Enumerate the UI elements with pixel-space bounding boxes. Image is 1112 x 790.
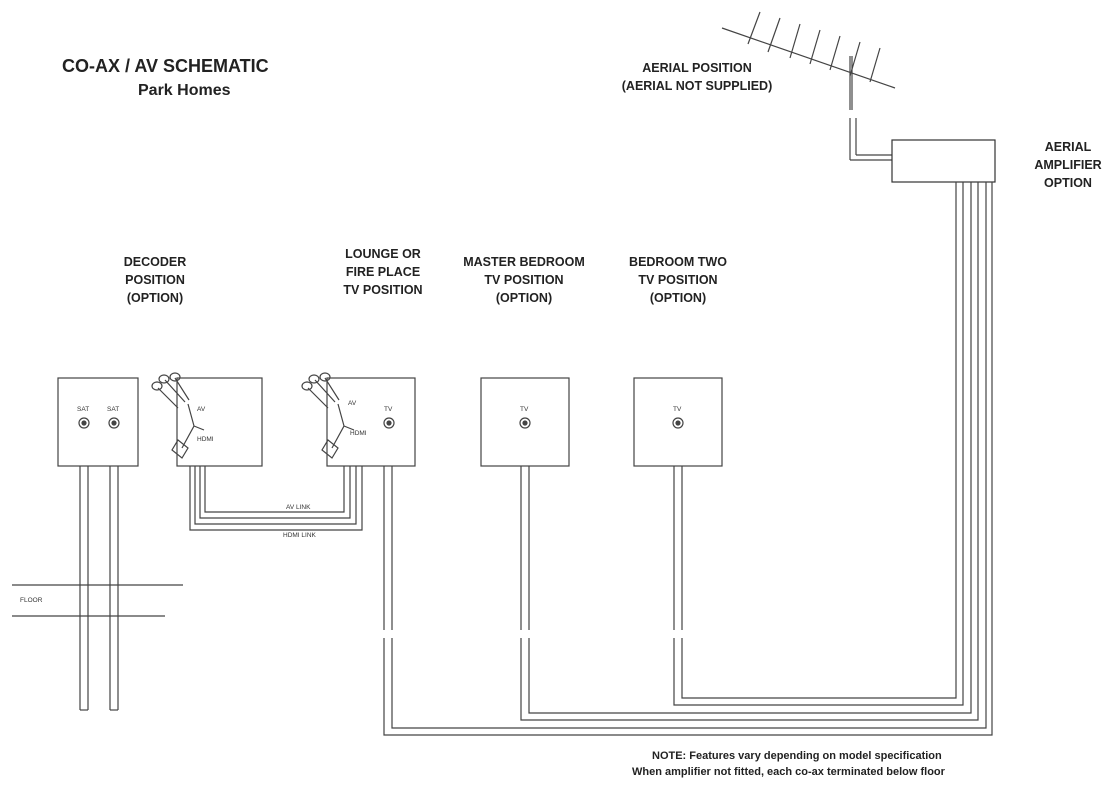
av-label-2: AV [348, 400, 357, 407]
av-label-1: AV [197, 406, 206, 413]
hdmi-label-2: HDMI [350, 430, 367, 437]
av-plug-cluster-1 [151, 372, 205, 459]
hdmi-label-1: HDMI [197, 436, 214, 443]
page-subtitle: Park Homes [138, 82, 231, 99]
tv-label-lounge: TV [384, 406, 393, 413]
floor-label: FLOOR [20, 597, 43, 604]
tv-label-master: TV [520, 406, 529, 413]
sat-socket-1 [78, 417, 90, 429]
sat-label-1: SAT [77, 406, 89, 413]
av-wall-plate-1 [176, 377, 263, 467]
sat-label-2: SAT [107, 406, 119, 413]
tv-label-bed2: TV [673, 406, 682, 413]
hdmi-link-label: HDMI LINK [283, 532, 317, 539]
master-coax-cable [520, 182, 979, 721]
page-title: CO-AX / AV SCHEMATIC [62, 56, 269, 76]
master-tv-socket [519, 417, 531, 429]
bedroom-two-tv-socket [672, 417, 684, 429]
av-hdmi-link-cables [189, 466, 363, 531]
bedroom-two-coax-cable [673, 182, 964, 706]
lounge-wall-plate [326, 377, 416, 467]
lounge-coax-cable [383, 182, 993, 736]
master-bedroom-wall-plate [480, 377, 570, 467]
av-link-label: AV LINK [286, 504, 311, 511]
sat-socket-2 [108, 417, 120, 429]
bedroom-two-wall-plate [633, 377, 723, 467]
lounge-tv-socket [383, 417, 395, 429]
decoder-wall-plate [57, 377, 139, 467]
amplifier-box [891, 139, 996, 183]
note-line-1: NOTE: Features vary depending on model s… [652, 750, 942, 762]
aerial-antenna-icon [721, 11, 896, 161]
note-line-2: When amplifier not fitted, each co-ax te… [632, 766, 945, 778]
aerial-position-label: AERIAL POSITION(AERIAL NOT SUPPLIED) [621, 61, 773, 93]
av-plug-cluster-2 [301, 372, 355, 459]
